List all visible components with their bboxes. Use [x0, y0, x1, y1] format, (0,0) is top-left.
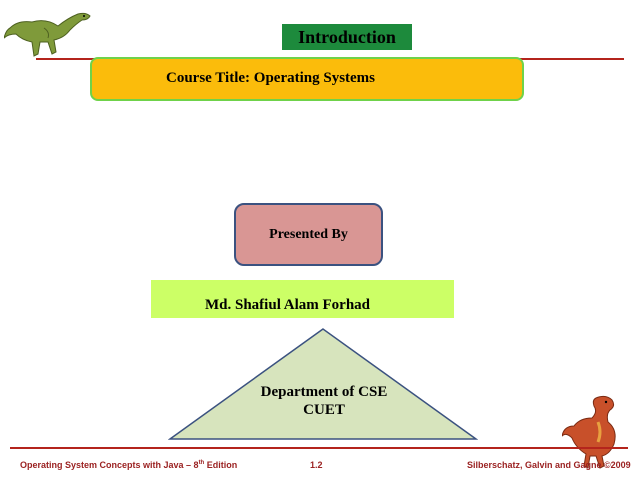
slide-title: Introduction — [282, 24, 412, 50]
bottom-rule — [10, 447, 628, 449]
dinosaur-icon — [4, 12, 91, 57]
department-line1: Department of CSE — [260, 384, 388, 400]
department-line2: CUET — [303, 402, 345, 418]
course-title-box: Course Title: Operating Systems — [90, 57, 524, 101]
footer-copyright: Silberschatz, Galvin and Gagne ©2009 — [467, 460, 631, 470]
footer-book-sup: th — [198, 460, 205, 466]
department-triangle — [168, 328, 478, 440]
footer-book-suffix: Edition — [204, 460, 238, 470]
dinosaur-icon — [562, 395, 616, 469]
department-text: Department of CSE CUET — [244, 383, 404, 419]
presenter-name: Md. Shafiul Alam Forhad — [205, 297, 371, 313]
course-title-text: Course Title: Operating Systems — [166, 70, 376, 86]
footer-page-number: 1.2 — [310, 460, 323, 470]
presenter-name-box: Md. Shafiul Alam Forhad — [151, 280, 454, 318]
presented-by-box: Presented By — [234, 203, 383, 266]
footer-book-title: Operating System Concepts with Java – 8t… — [20, 460, 237, 470]
footer-book-prefix: Operating System Concepts with Java – 8 — [20, 460, 199, 470]
